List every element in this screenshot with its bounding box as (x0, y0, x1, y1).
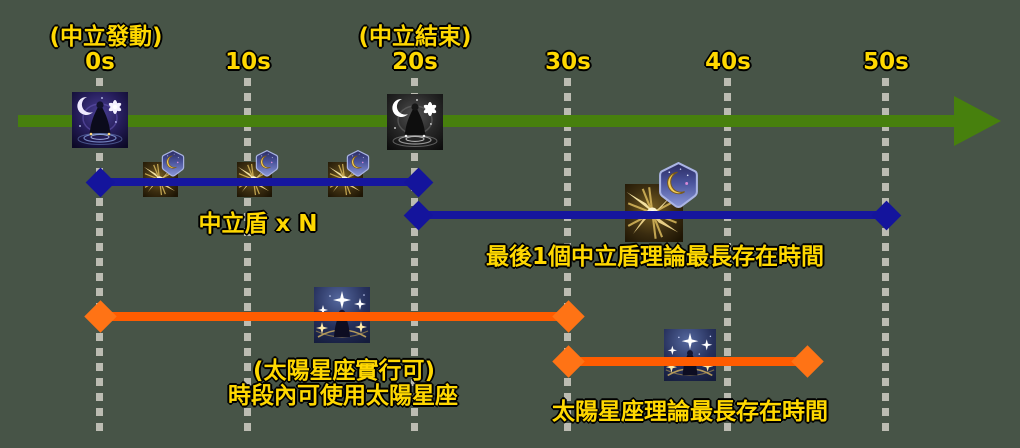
time-axis-line (18, 115, 958, 127)
shield-casts-label: 中立盾 x N (198, 211, 318, 237)
diamond-marker (790, 344, 824, 378)
neutral-shield-icon-large (625, 162, 705, 242)
moon-shield-badge-icon (656, 162, 701, 209)
diamond-marker (403, 200, 433, 230)
segment-last-shield-duration (418, 211, 886, 219)
neutral-sect-icon (72, 92, 128, 148)
neutral-sect-expired-icon (387, 94, 443, 150)
diamond-marker (551, 344, 585, 378)
gridline-20s (411, 78, 418, 432)
sun-sign-window-label-line1: (太陽星座實行可) (252, 358, 436, 384)
neutral-shield-icon (237, 150, 289, 198)
diamond-marker (85, 167, 115, 197)
sun-sign-icon (664, 329, 716, 381)
diamond-marker (871, 200, 901, 230)
segment-sun-sign-window (100, 312, 568, 321)
segment-sun-sign-duration (568, 357, 807, 366)
neutral-end-annotation: (中立結束) (358, 24, 472, 50)
tick-label-30s: 30s (545, 49, 591, 75)
gridline-0s (96, 78, 103, 432)
tick-label-40s: 40s (705, 49, 751, 75)
tick-label-0s: 0s (85, 49, 115, 75)
sun-sign-window-label-line2: 時段內可使用太陽星座 (228, 383, 458, 409)
tick-label-20s: 20s (392, 49, 438, 75)
gridline-30s (564, 78, 571, 432)
diamond-marker (551, 299, 585, 333)
neutral-shield-icon (143, 150, 195, 198)
segment-neutral-shield-casts (100, 178, 418, 186)
neutral-start-annotation: (中立發動) (49, 24, 163, 50)
sun-sign-duration-label: 太陽星座理論最長存在時間 (552, 399, 828, 425)
diamond-marker (403, 167, 433, 197)
moon-shield-badge-icon (254, 150, 280, 178)
tick-label-50s: 50s (863, 49, 909, 75)
diamond-marker (83, 299, 117, 333)
gridline-50s (882, 78, 889, 432)
time-axis-arrowhead-icon (954, 96, 1001, 146)
gridline-40s (724, 78, 731, 432)
moon-shield-badge-icon (160, 150, 186, 178)
neutral-shield-icon (328, 150, 380, 198)
last-shield-duration-label: 最後1個中立盾理論最長存在時間 (485, 244, 825, 270)
gridline-10s (244, 78, 251, 432)
moon-shield-badge-icon (345, 150, 371, 178)
tick-label-10s: 10s (225, 49, 271, 75)
